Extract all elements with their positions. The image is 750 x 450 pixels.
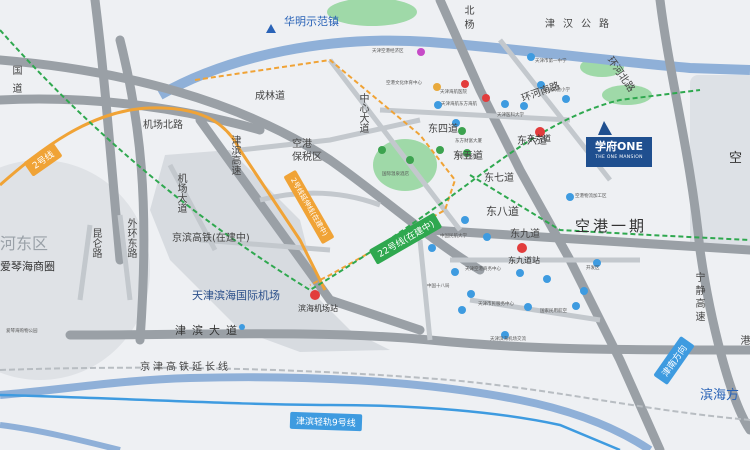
district-hedong: 河东区: [0, 234, 49, 253]
road-jinhan: 津汉公路: [545, 19, 617, 30]
poi-17: 国家民用航空: [540, 309, 567, 314]
road-kunlun: 昆仑路: [90, 228, 101, 258]
road-gang: 港: [738, 335, 749, 345]
road-beiyang: 北杨: [462, 5, 473, 33]
station-airport-label: 滨海机场站: [298, 304, 338, 313]
metro-line-22-east: [469, 174, 750, 241]
poi-3: 天津海航医院: [440, 90, 467, 95]
road-dongba: 东八道: [486, 205, 519, 218]
poi-2: 空港文化体育中心: [386, 81, 422, 86]
poi-15: 天津市民服务中心: [478, 302, 514, 307]
project-brand-box[interactable]: 学府ONE THE ONE MANSION: [586, 137, 652, 167]
road-ningjing: 宁静高速: [693, 272, 704, 324]
district-konggang-yiqi: 空港一期: [575, 217, 648, 235]
station-airport-icon[interactable]: [310, 290, 320, 300]
poi-8: 国际温泉酒店: [382, 172, 409, 177]
poi-12: 中国民航大学: [440, 234, 467, 239]
rail-jingjin: [0, 366, 750, 421]
poi-14: 中国十八局: [427, 284, 450, 289]
airport-area: [150, 150, 390, 352]
poi-4: 天津海航东方海航: [441, 102, 477, 107]
station-dongliu-icon[interactable]: [535, 127, 545, 137]
tag-light-rail-9: 津滨轻轨9号线: [289, 411, 363, 432]
poi-6: 东方财富大厦: [455, 139, 482, 144]
district-aiqinhai: 爱琴海商圈: [0, 260, 55, 273]
station-dongjiu-label: 东九道站: [508, 256, 540, 265]
road-jinbinggao: 津滨高速: [229, 135, 240, 175]
road-guoji: 国道: [10, 65, 21, 101]
road-chenglin: 成林道: [255, 91, 285, 102]
poi-13: 天津空港商务中心: [465, 267, 501, 272]
poi-11: 空港物流加工区: [575, 194, 607, 199]
poi-9: 天津市第一中学: [535, 59, 567, 64]
poi-7: 空港科技园: [455, 154, 478, 159]
project-brand-subtitle: THE ONE MANSION: [595, 155, 643, 160]
project-pin-icon: [598, 121, 612, 135]
road-dongwu: 东五道: [453, 151, 483, 162]
river-south-2: [0, 422, 121, 450]
road-dongsi: 东四道: [428, 124, 458, 135]
north-arrow-icon: [266, 24, 276, 33]
label-binhai: 滨海方: [700, 388, 740, 403]
park-top: [327, 0, 417, 26]
project-brand-title: 学府ONE: [594, 140, 644, 153]
airport-name: 天津滨海国际机场: [192, 289, 280, 302]
poi-1: 天津空港经济区: [372, 49, 404, 54]
poi-19: 爱琴海购物公园: [6, 329, 38, 334]
district-kong: 空: [729, 151, 743, 166]
district-konggang-baoshui-2: 保税区: [292, 152, 322, 163]
road-zhonghuan: 中心大道: [357, 93, 368, 133]
poi-10: 天津实验小学: [543, 88, 570, 93]
road-waihuandong: 外环东路: [125, 218, 136, 258]
road-jinbin: 津滨大道: [175, 324, 243, 337]
poi-dots: [239, 48, 601, 339]
station-dongliu-label: 东六道: [527, 134, 551, 143]
road-jichangbei: 机场北路: [143, 120, 183, 131]
direction-label-huaming: 华明示范镇: [284, 15, 339, 28]
road-jingjin-hsr: 京津高铁延长线: [140, 362, 231, 373]
district-konggang-baoshui-1: 空港: [292, 139, 312, 150]
park-right-2: [602, 85, 652, 105]
light-rail-9: [0, 393, 621, 450]
poi-5: 天津医科大学: [497, 113, 524, 118]
road-jichangda: 机场大道: [175, 173, 186, 213]
metro-line-2-ext: [194, 58, 457, 286]
station-dongjiu-icon[interactable]: [517, 243, 527, 253]
road-dongjiu: 东九道: [510, 229, 540, 240]
poi-18: 天津滨海机场交流: [490, 337, 526, 342]
river-north: [157, 35, 750, 100]
river-south: [0, 373, 653, 450]
poi-16: 开发区: [586, 266, 600, 271]
road-jingjin-rail-construction: 京滨高铁(在建中): [172, 233, 250, 244]
road-dongqi: 东七道: [484, 173, 514, 184]
road-dongliu: 东六道: [517, 136, 547, 147]
right-block: [690, 75, 750, 250]
